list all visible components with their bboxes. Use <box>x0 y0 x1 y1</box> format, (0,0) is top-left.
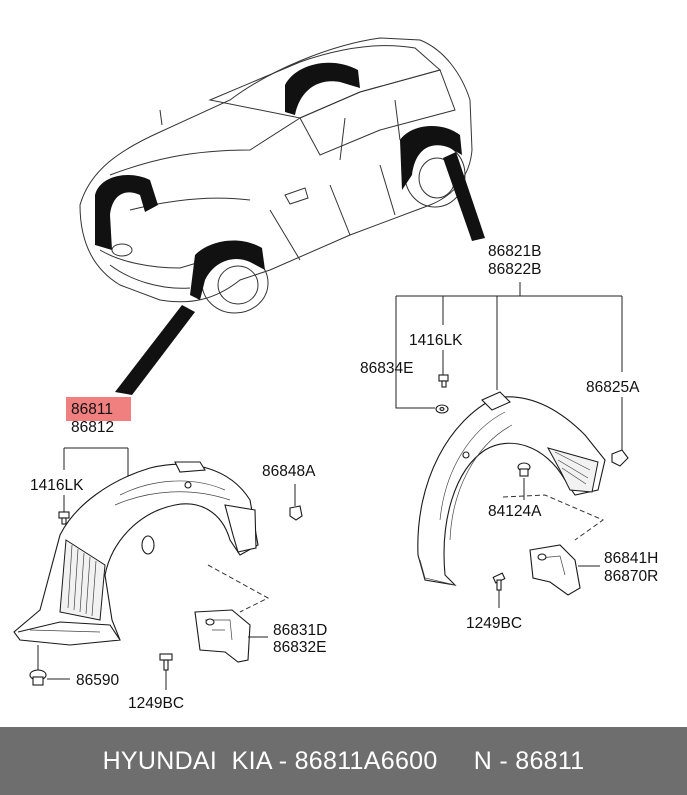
rear-bolt-label: 1416LK <box>409 332 463 349</box>
rear-clip-label: 86825A <box>586 379 640 396</box>
rear-flap-label-a: 86841H <box>604 550 658 567</box>
bolt-icon <box>438 374 449 388</box>
rear-wheel-liner <box>417 391 606 586</box>
rear-washer-label: 86834E <box>360 360 413 377</box>
washer-icon <box>435 404 449 414</box>
rear-pointer-wedge <box>443 152 485 241</box>
fastener-icon <box>517 462 531 477</box>
front-screw-label: 86590 <box>76 672 119 689</box>
clip-icon <box>289 505 303 521</box>
front-wheel-liner <box>13 461 259 646</box>
front-bolt-label: 1416LK <box>30 477 84 494</box>
car-illustration <box>79 37 485 395</box>
parts-diagram: 86811 86812 1416LK 86848A <box>13 37 658 712</box>
rear-assembly: 86821B 86822B 1416LK 86834E 86825A <box>360 243 658 632</box>
front-part-label-a: 86811 <box>71 401 113 418</box>
rear-flap-screw-label: 1249BC <box>466 615 522 632</box>
bolt-icon <box>58 511 70 525</box>
front-flap-label-a: 86831D <box>273 622 327 639</box>
fastener-icon <box>29 669 47 686</box>
rear-part-label-a: 86821B <box>488 243 541 260</box>
screw-icon <box>492 572 506 591</box>
front-clip-label: 86848A <box>262 463 316 480</box>
front-pointer-wedge <box>115 305 195 395</box>
rear-flap-label-b: 86870R <box>604 568 658 585</box>
front-assembly: 86811 86812 1416LK 86848A <box>13 397 327 712</box>
rear-mud-flap <box>529 544 581 596</box>
front-flap-screw-label: 1249BC <box>128 695 184 712</box>
front-flap-label-b: 86832E <box>273 639 326 656</box>
front-mud-flap <box>194 609 251 663</box>
front-part-label-b: 86812 <box>71 419 114 436</box>
screw-icon <box>159 653 173 671</box>
part-number-highlight <box>66 397 131 421</box>
rear-fastener-label: 84124A <box>488 503 542 520</box>
footer-banner: HYUNDAI KIA - 86811A6600 N - 86811 <box>0 727 687 795</box>
rear-part-label-b: 86822B <box>488 261 541 278</box>
clip-icon <box>611 449 629 467</box>
